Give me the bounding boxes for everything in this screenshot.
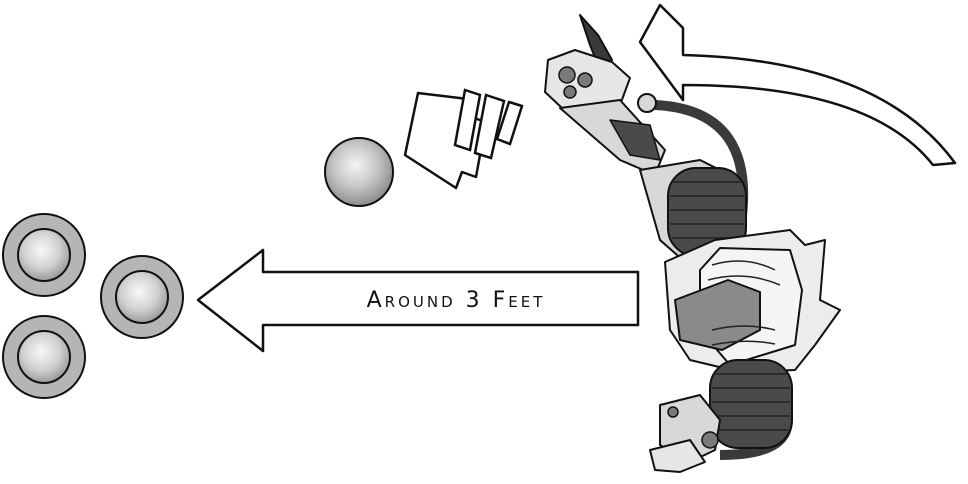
throw-motion-arrow-icon bbox=[405, 90, 522, 188]
target-ball-icon-1 bbox=[3, 214, 85, 296]
distance-label: Around 3 Feet bbox=[296, 280, 616, 320]
target-ball-icon-2 bbox=[101, 256, 183, 338]
curved-rotation-arrow-icon bbox=[640, 5, 955, 165]
thrown-ball-icon bbox=[325, 138, 393, 206]
target-ball-icon-3 bbox=[3, 316, 85, 398]
